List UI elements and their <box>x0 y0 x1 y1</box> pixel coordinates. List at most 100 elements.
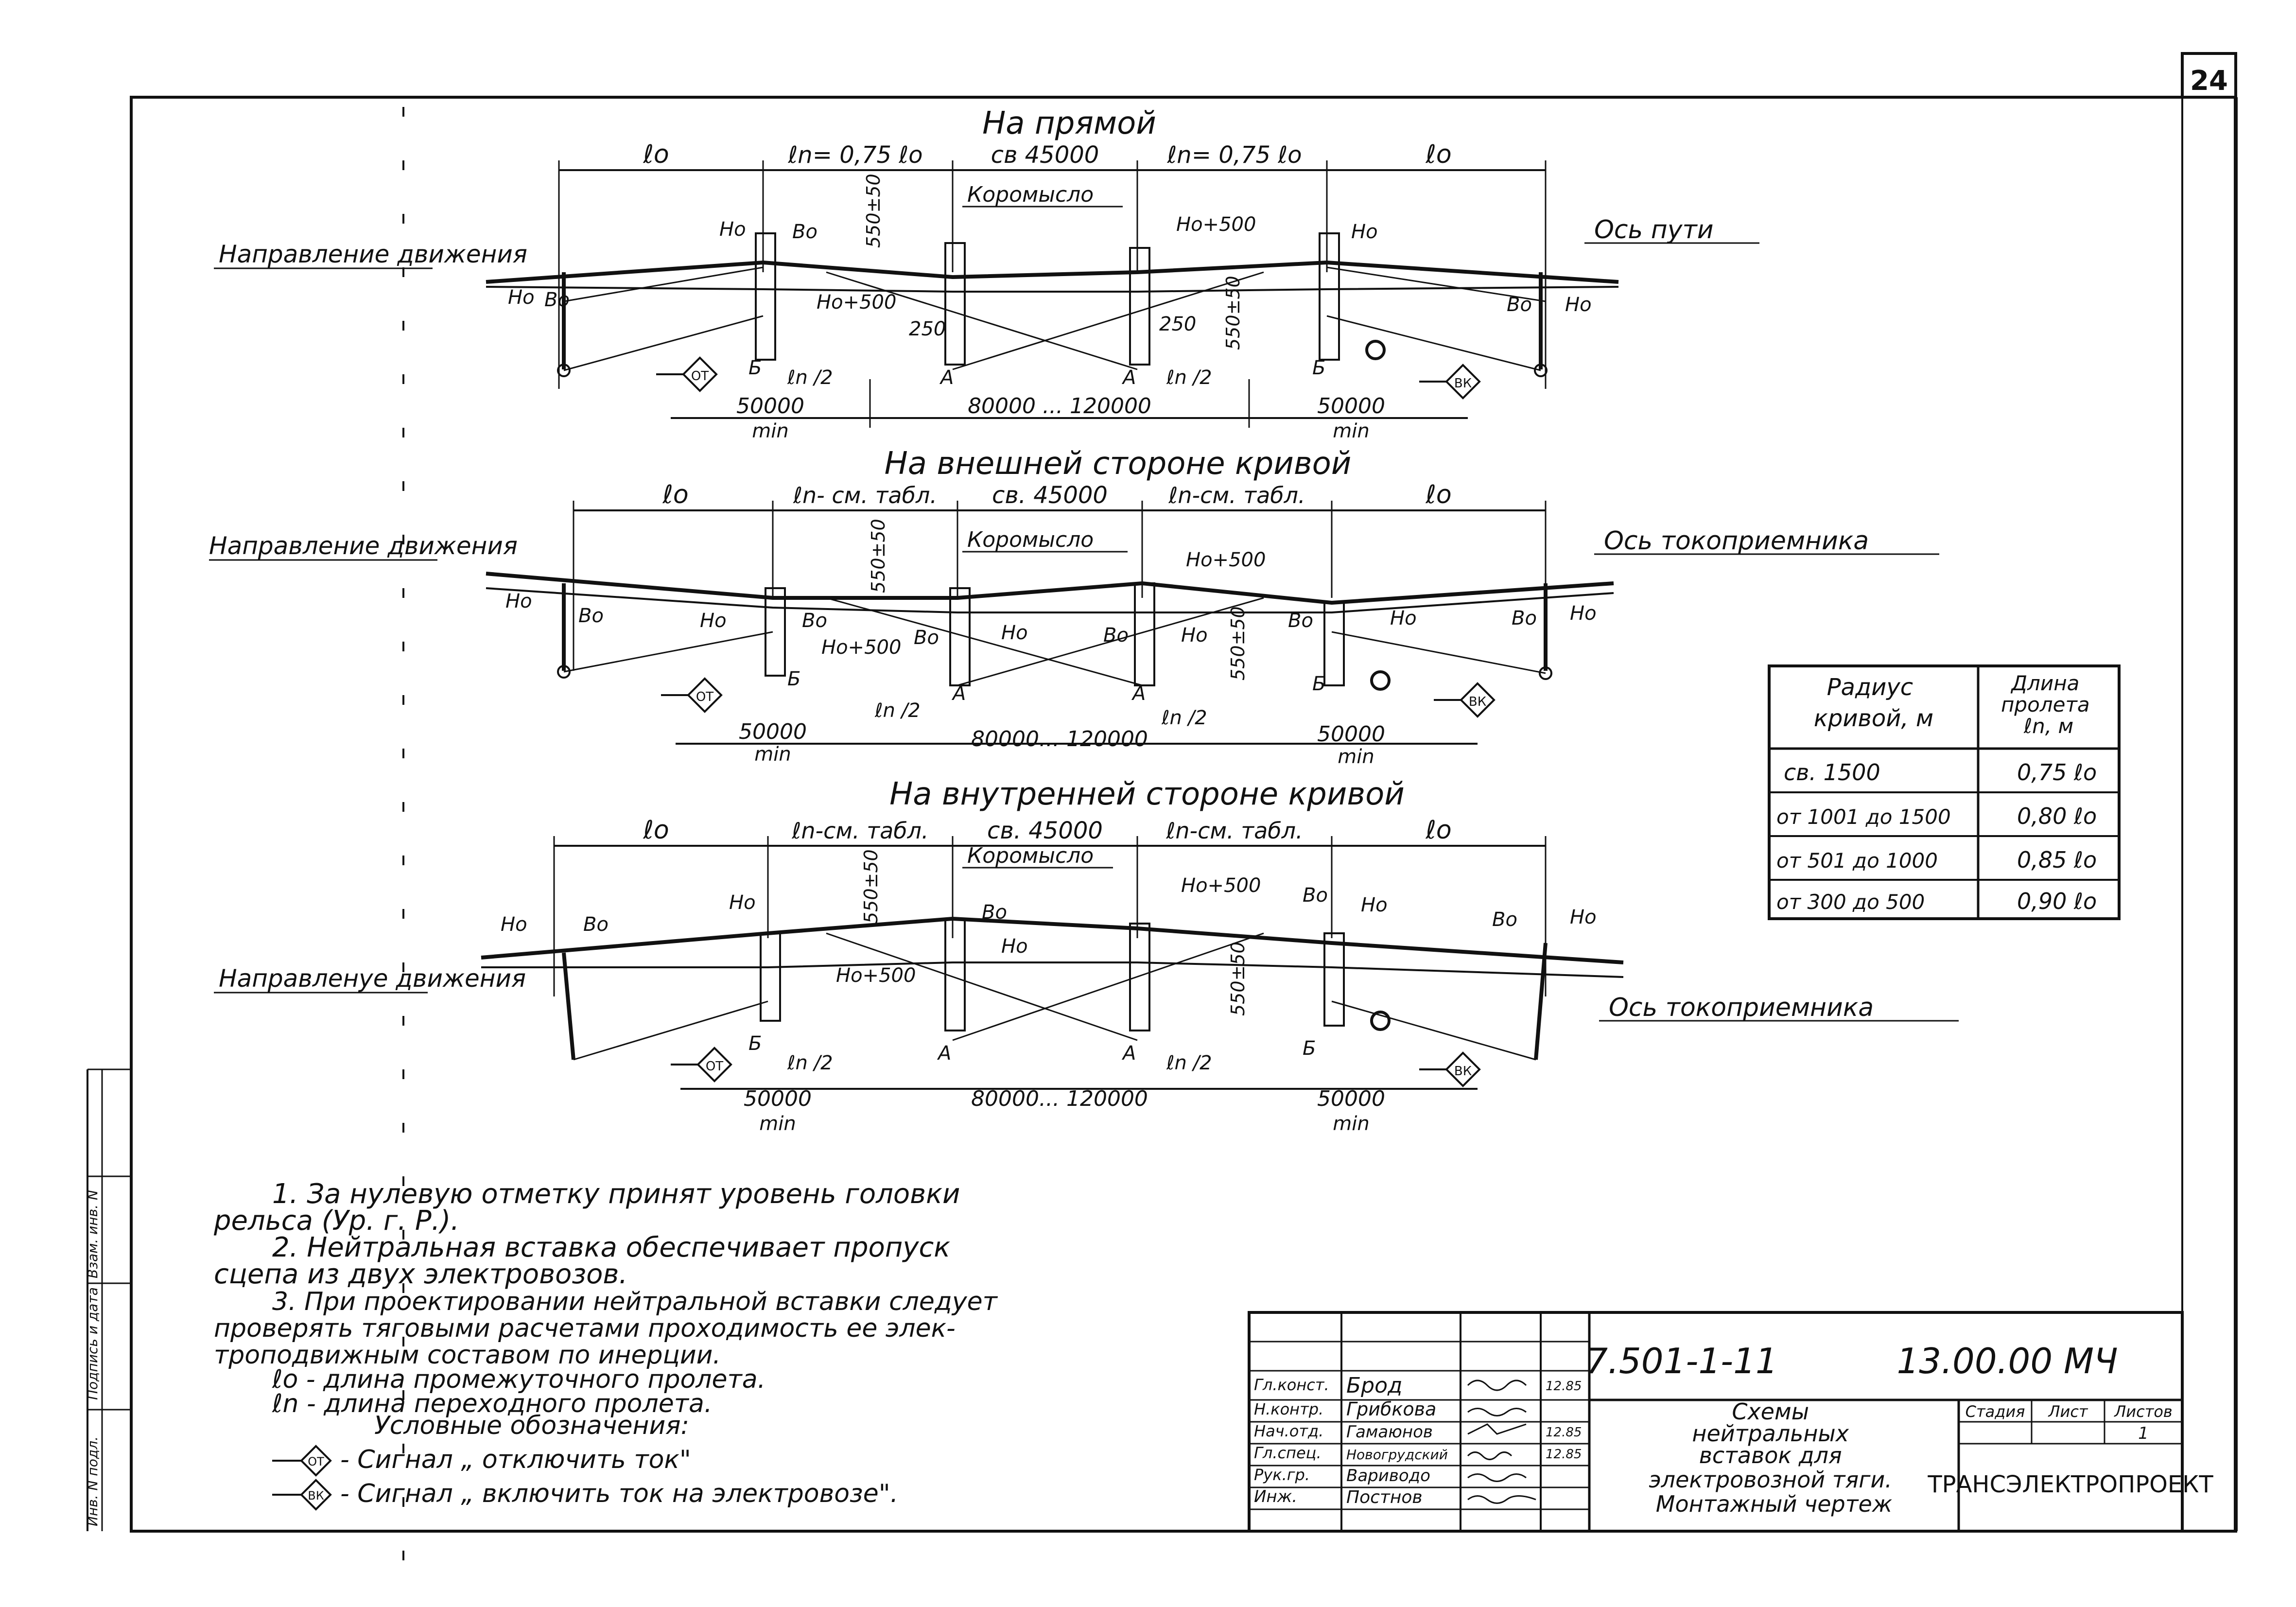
vertical-right: 550±50 <box>1222 276 1244 350</box>
sag-right: 250 <box>1159 313 1196 335</box>
dim-l0-right: ℓo <box>1425 480 1451 509</box>
person-name: Новогрудский <box>1346 1447 1448 1463</box>
b-label: Bo <box>1303 884 1328 907</box>
min-right: min <box>1333 1113 1369 1135</box>
b-label: Bo <box>578 605 604 627</box>
person-role: Инж. <box>1254 1487 1297 1506</box>
note-line: 1. За нулевую отметку принят уровень гол… <box>272 1178 960 1210</box>
table-cell-radius: св. 1500 <box>1784 759 1880 786</box>
person-role: Гл.конст. <box>1254 1376 1329 1394</box>
mark-a-right: А <box>1121 367 1136 389</box>
half-span-left: ℓn /2 <box>874 699 921 722</box>
dim-l0-right: ℓo <box>1425 816 1451 845</box>
b-label: Bo <box>1103 624 1129 646</box>
signal-on-label: ВК <box>1469 695 1486 709</box>
b-label: Bo <box>914 627 939 649</box>
vertical-left: 550±50 <box>860 849 882 924</box>
section-title: На прямой <box>982 105 1156 141</box>
signal-off-label: ОТ <box>696 690 713 704</box>
dim-center: св 45000 <box>991 141 1099 169</box>
dim-center-bottom: 80000 ... 120000 <box>968 394 1151 419</box>
dim-right-bottom: 50000 <box>1317 722 1385 747</box>
rocker-label: Коромысло <box>967 182 1094 207</box>
person-date: 12.85 <box>1546 1447 1582 1462</box>
sheet-number: 24 <box>2190 65 2228 97</box>
doc-title-line: Монтажный чертеж <box>1656 1491 1893 1517</box>
dim-ln-right: ℓn-см. табл. <box>1168 482 1305 508</box>
b-label: Bo <box>982 901 1007 924</box>
dim-ln-left: ℓn- см. табл. <box>793 482 937 508</box>
person-role: Рук.гр. <box>1254 1466 1310 1484</box>
h-plus-label-right: Ho+500 <box>1186 549 1266 571</box>
b-label: Bo <box>1507 294 1532 316</box>
table-header-length: Длина пролета ℓn, м <box>2001 671 2096 738</box>
table-cell-radius: от 300 до 500 <box>1776 890 1925 914</box>
mark-a-left: А <box>937 1042 951 1065</box>
h-plus-label: Ho+500 <box>821 636 901 659</box>
dim-ln-left: ℓn= 0,75 ℓo <box>787 141 922 169</box>
signature-marks <box>1467 1380 1536 1504</box>
sheet-label: Лист <box>2048 1402 2088 1421</box>
h-label: Ho <box>505 590 532 612</box>
note-line: 3. При проектировании нейтральной вставк… <box>272 1287 998 1316</box>
min-left: min <box>754 743 791 766</box>
mark-b-right: Б <box>1312 357 1325 379</box>
section-inner-curve: На внутренней стороне кривой ℓo ℓn-см. т… <box>214 776 1959 1135</box>
mark-b-left: Б <box>748 357 762 379</box>
h-label: Ho <box>729 891 756 914</box>
person-name: Гамаюнов <box>1346 1422 1433 1442</box>
h-label: Ho <box>501 913 527 936</box>
table-cell-radius: от 1001 до 1500 <box>1776 805 1951 829</box>
vertical-left: 550±50 <box>863 174 884 248</box>
b-label: Bo <box>1288 610 1313 632</box>
table-cell-length: 0,75 ℓo <box>2017 759 2097 786</box>
dim-ln-right: ℓn-см. табл. <box>1165 818 1303 844</box>
person-role: Гл.спец. <box>1254 1444 1322 1462</box>
table-header-radius: Радиус кривой, м <box>1814 674 1933 732</box>
dim-left-bottom: 50000 <box>744 1086 812 1111</box>
doc-title-line: нейтральных <box>1692 1420 1849 1447</box>
min-left: min <box>759 1113 796 1135</box>
mark-b-right: Б <box>1303 1037 1316 1060</box>
mark-b-left: Б <box>748 1032 762 1055</box>
axis-label: Ось пути <box>1594 215 1714 245</box>
title-block: 7.501-1-11 13.00.00 МЧ Схемы нейтральных… <box>1248 1311 2213 1533</box>
dim-l0-right: ℓo <box>1425 140 1451 169</box>
direction-label: Направление движения <box>219 240 527 268</box>
rocker-label: Коромысло <box>967 527 1094 552</box>
b-label: Bo <box>792 221 818 243</box>
frame <box>87 52 2238 1594</box>
sheets-label: Листов <box>2114 1402 2173 1421</box>
h-label: Ho <box>719 218 746 241</box>
half-span-right: ℓn /2 <box>1161 707 1207 729</box>
legend-signal-off-icon: ОТ <box>272 1445 332 1477</box>
note-line: рельса (Ур. г. Р.). <box>213 1205 459 1237</box>
half-span-right: ℓn /2 <box>1166 367 1212 389</box>
b-label: Bo <box>544 289 570 311</box>
h-plus-label: Ho+500 <box>817 291 896 314</box>
table-cell-length: 0,90 ℓo <box>2017 888 2097 914</box>
dim-ln-right: ℓn= 0,75 ℓo <box>1166 141 1302 169</box>
b-label: Bo <box>1512 607 1537 629</box>
mark-a-right: А <box>1121 1042 1136 1065</box>
mark-a-right: А <box>1131 682 1146 705</box>
dim-l0-left: ℓo <box>643 816 669 845</box>
dim-l0-left: ℓo <box>643 140 669 169</box>
person-name: Постнов <box>1346 1487 1423 1507</box>
h-label: Ho <box>1390 607 1417 629</box>
signal-on-label: ВК <box>308 1489 324 1502</box>
vertical-left: 550±50 <box>868 519 889 593</box>
person-name: Грибкова <box>1346 1398 1436 1420</box>
person-name: Брод <box>1346 1373 1402 1398</box>
signal-on-label: ВК <box>1454 1064 1472 1079</box>
rocker-label: Коромысло <box>967 843 1094 868</box>
note-line: Условные обозначения: <box>374 1411 689 1440</box>
h-label: Ho <box>508 286 535 309</box>
doc-title-line: Схемы <box>1732 1398 1809 1425</box>
dim-right-bottom: 50000 <box>1317 394 1385 419</box>
h-plus-label: Ho+500 <box>836 964 916 987</box>
doc-title-line: вставок для <box>1699 1442 1842 1468</box>
direction-label: Направление движения <box>209 532 518 560</box>
min-right: min <box>1338 746 1374 768</box>
